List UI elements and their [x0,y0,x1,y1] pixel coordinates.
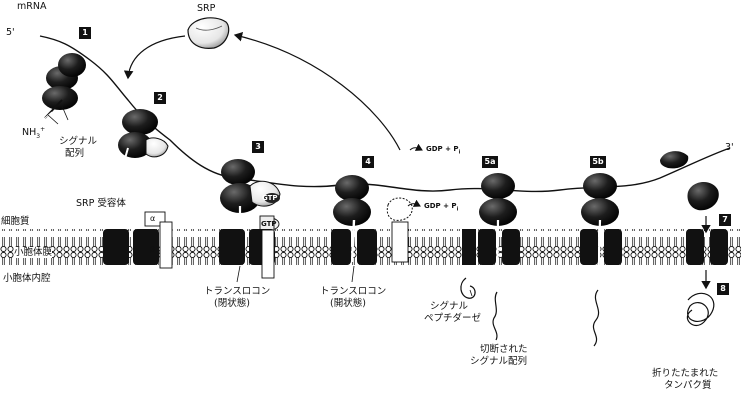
ribosome-step2 [118,109,168,162]
er-lumen-label: 小胞体内腔 [3,273,51,284]
srp-label: SRP [197,3,215,14]
er-membrane-label: 小胞体膜 [14,247,52,258]
beta-label: β [150,244,155,255]
srp-receptor-label: SRP 受容体 [76,198,126,209]
cytosol-label: 細胞質 [1,216,30,227]
step-marker-7: 7 [719,214,731,226]
gdp-release-arrow-1 [410,148,422,150]
gtp-label-1: GTP [262,194,278,202]
step-marker-2: 2 [154,92,166,104]
step-marker-5a: 5a [482,156,498,168]
step-marker-3: 3 [252,141,264,153]
gdp-pi-label-2: GDP + Pi [424,202,458,213]
cleaved-signal-label-1: 切断された [480,344,528,355]
five-prime-label: 5' [6,27,15,38]
signal-sequence-label-line2: 配列 [65,148,84,159]
srp-receptor-step3 [262,230,274,278]
translocon-open-label-1: トランスロコン [320,286,386,297]
srp-cycle-arrow-top [128,36,185,78]
folded-protein-label-2: タンパク質 [664,380,712,391]
srp-free [188,18,229,49]
ribosome-step1 [42,53,86,118]
srp-cycle-arrow-return [235,35,400,150]
alpha-label: α [150,213,155,224]
signal-peptidase-label-2: ペプチダーゼ [424,313,481,324]
step-marker-5b: 5b [590,156,606,168]
mrna-label: mRNA [17,1,46,12]
signal-sequence-label-line1: シグナル [59,136,97,147]
gtp-label-2: GTP [261,220,277,228]
translocon-closed-label-1: トランスロコン [204,286,270,297]
translocon-closed-label-2: (閉状態) [214,298,250,309]
step-marker-4: 4 [362,156,374,168]
folded-protein-label-1: 折りたたまれた [652,368,718,379]
three-prime-label: 3' [725,142,734,153]
gdp-pi-label-1: GDP + Pi [426,145,460,156]
translocon-open-label-2: (開状態) [330,298,366,309]
step-marker-8: 8 [717,283,729,295]
signal-peptidase-label-1: シグナル [430,301,468,312]
nh3-label: NH3+ [22,124,45,142]
cleaved-signal-label-2: シグナル配列 [470,356,527,367]
step-marker-1: 1 [79,27,91,39]
